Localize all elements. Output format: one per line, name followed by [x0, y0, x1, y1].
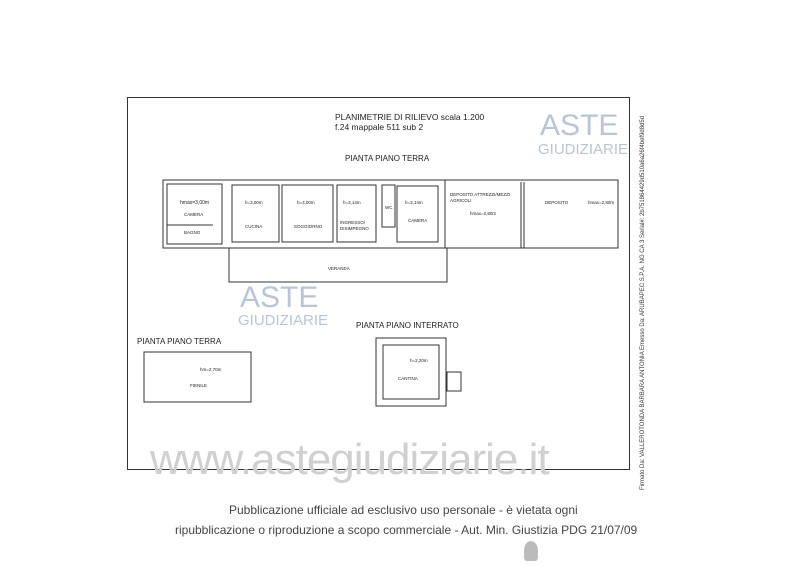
room-camera-height: hmax=3,00m	[180, 200, 210, 206]
room-soggiorno-height: h=3,00m	[297, 200, 315, 205]
room-ingresso: INGRESSO/ DISIMPEGNO	[340, 220, 369, 231]
drawing-frame	[127, 97, 630, 470]
room-deposito-attrezzi: DEPOSITO ATTREZZI/MEZZI AGRICOLI	[450, 192, 511, 203]
room-bagno: BAGNO	[184, 230, 201, 235]
room-cucina: CUCINA	[245, 224, 263, 229]
heading-basement: PIANTA PIANO INTERRATO	[356, 321, 459, 330]
room-veranda: VERANDA	[328, 266, 350, 271]
room-camera: CAMERA	[184, 212, 204, 217]
room-deposito: DEPOSITO	[545, 200, 569, 205]
room-deposito-height: hmax=2,80m	[588, 200, 615, 205]
room-cucina-height: h=3,00m	[245, 200, 263, 205]
digital-signature: Firmato Da: VALLEROTONDA BARBARA ANTONIA…	[640, 115, 646, 490]
heading-ground-floor: PIANTA PIANO TERRA	[345, 154, 430, 163]
room-fienile-height: hm=2,70m	[200, 367, 222, 372]
plan-title: PLANIMETRIE DI RILIEVO scala 1.200	[335, 112, 485, 122]
room-ingresso-height: h=3,14m	[343, 200, 361, 205]
room-fienile: FIENILE	[190, 383, 208, 388]
room-camera2-height: h=3,14m	[405, 200, 423, 205]
room-soggiorno: SOGGIORNO	[294, 224, 323, 229]
watermark-site: www.astegiudiziarie.it	[150, 435, 550, 484]
plan-subtitle: f.24 mappale 511 sub 2	[335, 122, 424, 132]
room-cantina-height: h=2,20m	[410, 358, 428, 363]
room-cantina: CANTINA	[398, 376, 418, 381]
watermark-aste: ASTE	[540, 109, 619, 142]
footer-line-1: Pubblicazione ufficiale ad esclusivo uso…	[229, 503, 578, 517]
watermark-giudiziarie-2: GIUDIZIARIE	[238, 312, 329, 329]
watermark-giudiziarie: GIUDIZIARIE	[538, 141, 629, 158]
footer-line-2: ripubblicazione o riproduzione a scopo c…	[175, 523, 638, 537]
heading-ground-floor-2: PIANTA PIANO TERRA	[137, 337, 222, 346]
room-wc: WC	[385, 205, 393, 210]
seal-icon	[524, 541, 538, 561]
watermark-aste-2: ASTE	[240, 281, 319, 314]
room-camera2: CAMERA	[408, 218, 428, 223]
room-deposito-attrezzi-height: hmax=2,80m	[470, 211, 497, 216]
